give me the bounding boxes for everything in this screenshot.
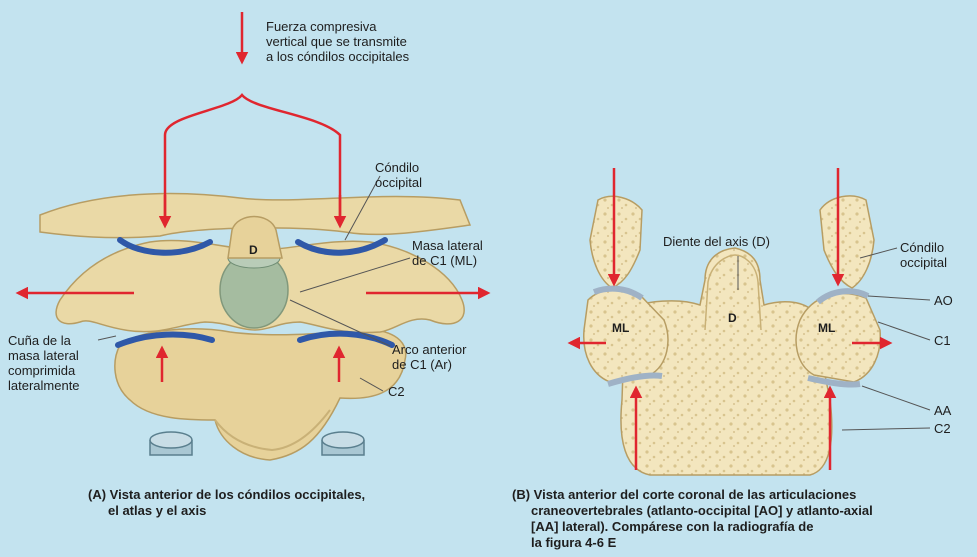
anterior-arch-label-line-2: de C1 (Ar)	[392, 357, 466, 372]
force-label-line-1: Fuerza compresiva	[266, 19, 409, 34]
caption-a-line-2: el atlas y el axis	[88, 503, 365, 519]
condyle-label-a-line-1: Cóndilo	[375, 160, 422, 175]
caption-b-line-4: la figura 4-6 E	[512, 535, 873, 551]
c2-label-b: C2	[934, 421, 951, 436]
right-lateral-mass	[796, 294, 880, 382]
dens-marker-b: D	[728, 311, 737, 325]
ml-right-label: ML	[818, 321, 835, 335]
lateral-mass-label: Masa lateral de C1 (ML)	[412, 238, 483, 268]
condyle-label-b-line-1: Cóndilo	[900, 240, 947, 255]
dens-marker-a: D	[249, 243, 258, 257]
aa-label: AA	[934, 403, 951, 418]
right-occipital-condyle	[820, 196, 874, 288]
caption-b-line-1: (B) Vista anterior del corte coronal de …	[512, 487, 873, 503]
wedge-label-line-2: masa lateral	[8, 348, 80, 363]
vertebral-foramen-right	[322, 432, 364, 455]
caption-b: (B) Vista anterior del corte coronal de …	[512, 487, 873, 551]
anterior-arch-label: Arco anterior de C1 (Ar)	[392, 342, 466, 372]
condyle-label-b: Cóndilo occipital	[900, 240, 947, 270]
caption-a: (A) Vista anterior de los cóndilos occip…	[88, 487, 365, 519]
caption-b-line-2: craneovertebrales (atlanto-occipital [AO…	[512, 503, 873, 519]
condyle-label-a-line-2: occipital	[375, 175, 422, 190]
wedge-label-line-1: Cuña de la	[8, 333, 80, 348]
wedge-label: Cuña de la masa lateral comprimida later…	[8, 333, 80, 393]
condyle-label-a: Cóndilo occipital	[375, 160, 422, 190]
c2-label-a: C2	[388, 384, 405, 399]
caption-b-line-3: [AA] lateral). Compárese con la radiogra…	[512, 519, 873, 535]
left-occipital-condyle	[590, 196, 642, 288]
panel-a-anterior-view	[18, 12, 488, 460]
wedge-label-line-3: comprimida	[8, 363, 80, 378]
vertebral-foramen-left	[150, 432, 192, 455]
force-label: Fuerza compresiva vertical que se transm…	[266, 19, 409, 64]
c1-label-b: C1	[934, 333, 951, 348]
caption-a-line-1: (A) Vista anterior de los cóndilos occip…	[88, 487, 365, 503]
lateral-mass-label-line-2: de C1 (ML)	[412, 253, 483, 268]
dens-label-b: Diente del axis (D)	[663, 234, 770, 249]
ao-label: AO	[934, 293, 953, 308]
wedge-label-line-4: lateralmente	[8, 378, 80, 393]
lateral-mass-label-line-1: Masa lateral	[412, 238, 483, 253]
condyle-label-b-line-2: occipital	[900, 255, 947, 270]
ml-left-label: ML	[612, 321, 629, 335]
force-label-line-2: vertical que se transmite	[266, 34, 409, 49]
anterior-arch-label-line-1: Arco anterior	[392, 342, 466, 357]
force-label-line-3: a los cóndilos occipitales	[266, 49, 409, 64]
